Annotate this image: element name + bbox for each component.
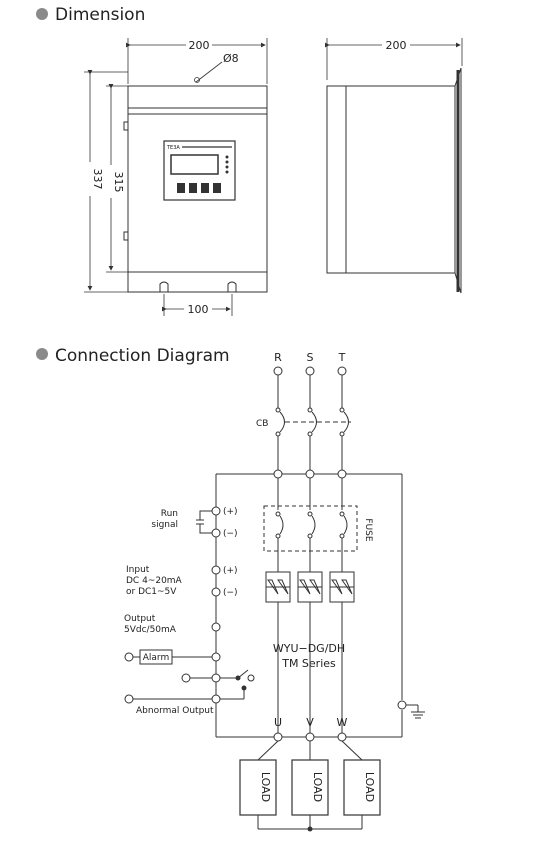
input-plus-label: (+) xyxy=(223,566,238,576)
bottom-spacing-label: 100 xyxy=(188,303,209,316)
phase-lines xyxy=(273,366,351,510)
label-line: Input xyxy=(126,565,150,575)
panel-display xyxy=(170,154,219,175)
controller-enclosure xyxy=(215,469,403,738)
load-v: LOAD xyxy=(291,759,329,816)
control-panel: TE3A xyxy=(163,140,236,201)
model-label: WYU−DG/DH xyxy=(273,642,345,655)
star-point-dot xyxy=(307,826,313,832)
label-line: 5Vdc/50mA xyxy=(124,625,177,635)
relay-contact-dot-2 xyxy=(241,685,247,691)
dimension-section: Dimension 200 Ø8 TE3A xyxy=(36,5,463,316)
relay-contact-dot xyxy=(235,675,241,681)
front-view xyxy=(123,85,268,293)
alarm-box xyxy=(139,649,173,665)
panel-brand: TE3A xyxy=(166,145,180,151)
connection-heading: Connection Diagram xyxy=(55,346,230,366)
alarm-label: Alarm xyxy=(143,653,169,663)
front-width-dimension xyxy=(126,38,268,84)
dimension-heading: Dimension xyxy=(55,5,145,25)
dimension-bullet-icon xyxy=(36,8,48,20)
load-u-label: LOAD xyxy=(259,772,272,802)
phase-r-label: R xyxy=(274,351,282,364)
load-v-label: LOAD xyxy=(311,772,324,802)
label-line: or DC1~5V xyxy=(126,587,177,597)
input-minus-label: (−) xyxy=(223,588,238,598)
breaker-label: CB xyxy=(256,419,268,429)
side-view xyxy=(326,67,462,294)
height-outer-label: 337 xyxy=(91,169,104,190)
fuse-block xyxy=(263,505,358,572)
fuse-label: FUSE xyxy=(363,518,373,541)
front-width-label: 200 xyxy=(189,39,210,52)
diameter-leader xyxy=(194,61,223,83)
diameter-label: Ø8 xyxy=(223,52,239,65)
label-line: Run xyxy=(161,509,178,519)
run-plus-label: (+) xyxy=(223,507,238,517)
abnormal-output-label: Abnormal Output xyxy=(136,706,214,716)
connection-section: Connection Diagram R S T xyxy=(36,346,425,832)
run-minus-label: (−) xyxy=(223,529,238,539)
phase-t-label: T xyxy=(338,351,346,364)
label-line: Output xyxy=(124,614,156,624)
connection-bullet-icon xyxy=(36,348,48,360)
label-line: DC 4~20mA xyxy=(126,576,183,586)
side-width-dimension xyxy=(325,38,463,80)
thyristor-block xyxy=(265,571,355,612)
height-dimensions xyxy=(84,70,128,293)
height-inner-label: 315 xyxy=(112,172,125,193)
load-u: LOAD xyxy=(239,759,277,816)
label-line: signal xyxy=(151,520,178,530)
bottom-dimension xyxy=(162,294,233,316)
load-w: LOAD xyxy=(343,759,381,816)
phase-s-label: S xyxy=(307,351,314,364)
load-w-label: LOAD xyxy=(363,772,376,802)
ground-icon xyxy=(397,700,425,719)
left-wiring xyxy=(133,510,249,700)
side-width-label: 200 xyxy=(386,39,407,52)
series-label: TM Series xyxy=(281,657,336,670)
